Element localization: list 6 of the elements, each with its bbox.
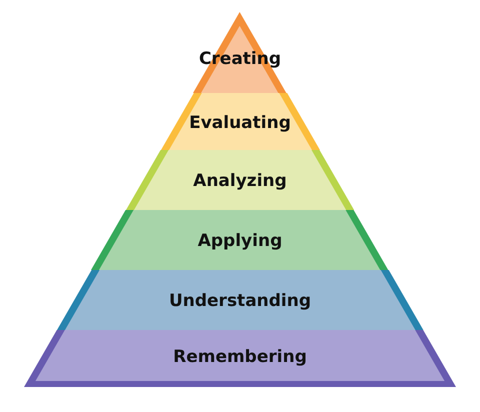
band-label: Evaluating	[189, 112, 291, 132]
band-label: Applying	[198, 231, 282, 251]
band-label: Analyzing	[193, 171, 287, 191]
band-label: Remembering	[173, 346, 307, 366]
band-label: Creating	[198, 49, 282, 69]
band-label: Understanding	[168, 291, 312, 311]
